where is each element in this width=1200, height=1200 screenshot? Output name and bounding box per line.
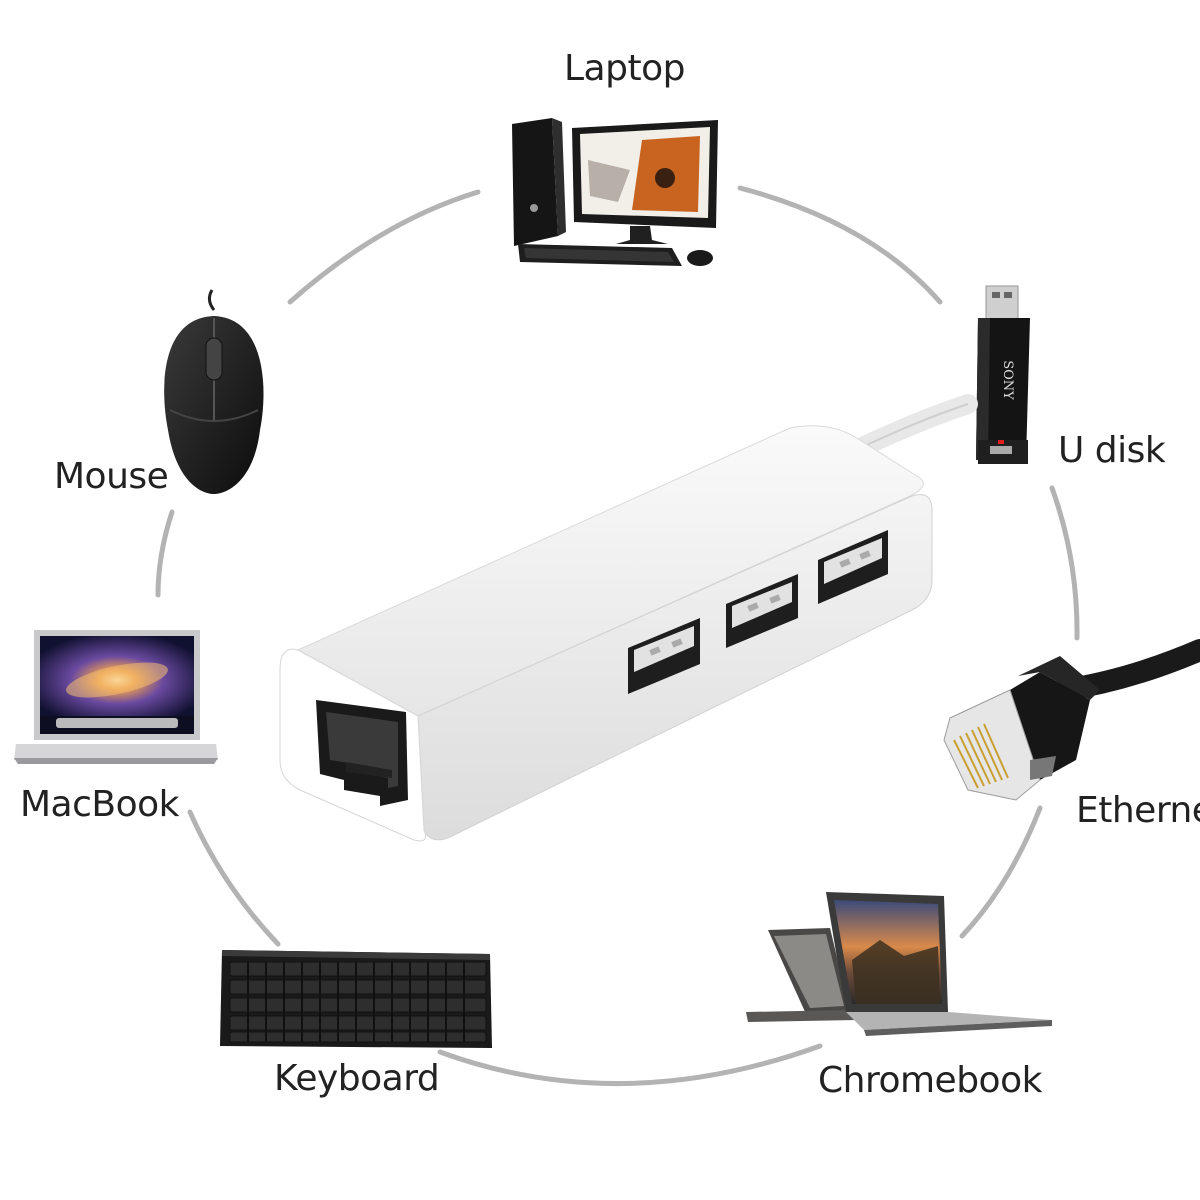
label-udisk: U disk [1058, 430, 1166, 471]
chromebook-laptop-icon [746, 892, 1052, 1036]
ring-arc-top-left [287, 189, 481, 305]
usb-port-1 [628, 618, 700, 694]
rj45-port [316, 700, 408, 806]
hub-top-face [296, 425, 924, 717]
usb-flash-drive-icon: SONY [976, 285, 1030, 464]
keyboard-icon [220, 950, 492, 1048]
label-laptop: Laptop [564, 48, 685, 89]
ring-arc-right-lower [959, 805, 1043, 939]
ring-arc-right-upper [1049, 485, 1080, 641]
mouse-icon [164, 289, 264, 494]
usb-port-2 [726, 574, 798, 648]
ethernet-pins [953, 723, 1009, 789]
label-keyboard: Keyboard [274, 1058, 440, 1099]
label-mouse: Mouse [54, 456, 169, 497]
ring-arc-left-lower [187, 809, 281, 947]
ring-arc-left-upper [155, 509, 175, 598]
usb-ethernet-hub [279, 394, 978, 842]
connection-ring [155, 185, 1080, 1086]
usb-drive-brand: SONY [1000, 360, 1015, 400]
label-chromebook: Chromebook [818, 1060, 1042, 1101]
ring-arc-top-right [737, 185, 943, 305]
ethernet-cable-icon [943, 639, 1200, 801]
ring-arc-bottom [437, 1043, 823, 1086]
desktop-computer-icon [512, 118, 718, 266]
macbook-laptop-icon [14, 630, 218, 764]
label-macbook: MacBook [20, 784, 180, 825]
usb-port-3 [818, 530, 888, 604]
label-ethernet: Ethernet [1076, 790, 1200, 831]
